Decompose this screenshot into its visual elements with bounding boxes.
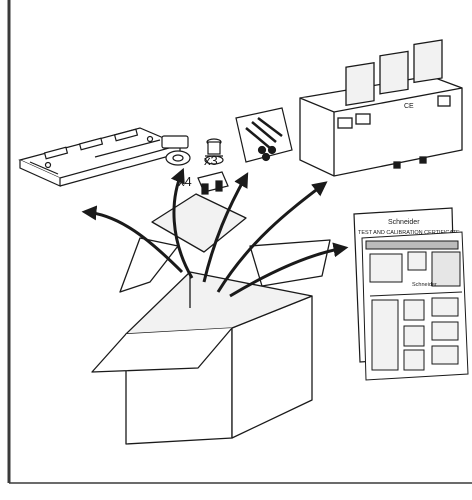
svg-text:CE: CE xyxy=(404,103,414,110)
current-transformer-icon: CE xyxy=(300,40,462,176)
terminal-connector-icon xyxy=(198,172,228,194)
screw-quantity-label: x3 xyxy=(204,153,218,168)
installation-guide-sheet: Schneider xyxy=(362,232,468,380)
mounting-plate-icon xyxy=(20,128,180,186)
open-cardboard-box-icon xyxy=(92,194,330,444)
certificate-brand-logo: Schneider xyxy=(388,219,420,226)
guide-brand-logo: Schneider xyxy=(412,282,437,288)
accessory-bag-icon xyxy=(236,108,292,162)
